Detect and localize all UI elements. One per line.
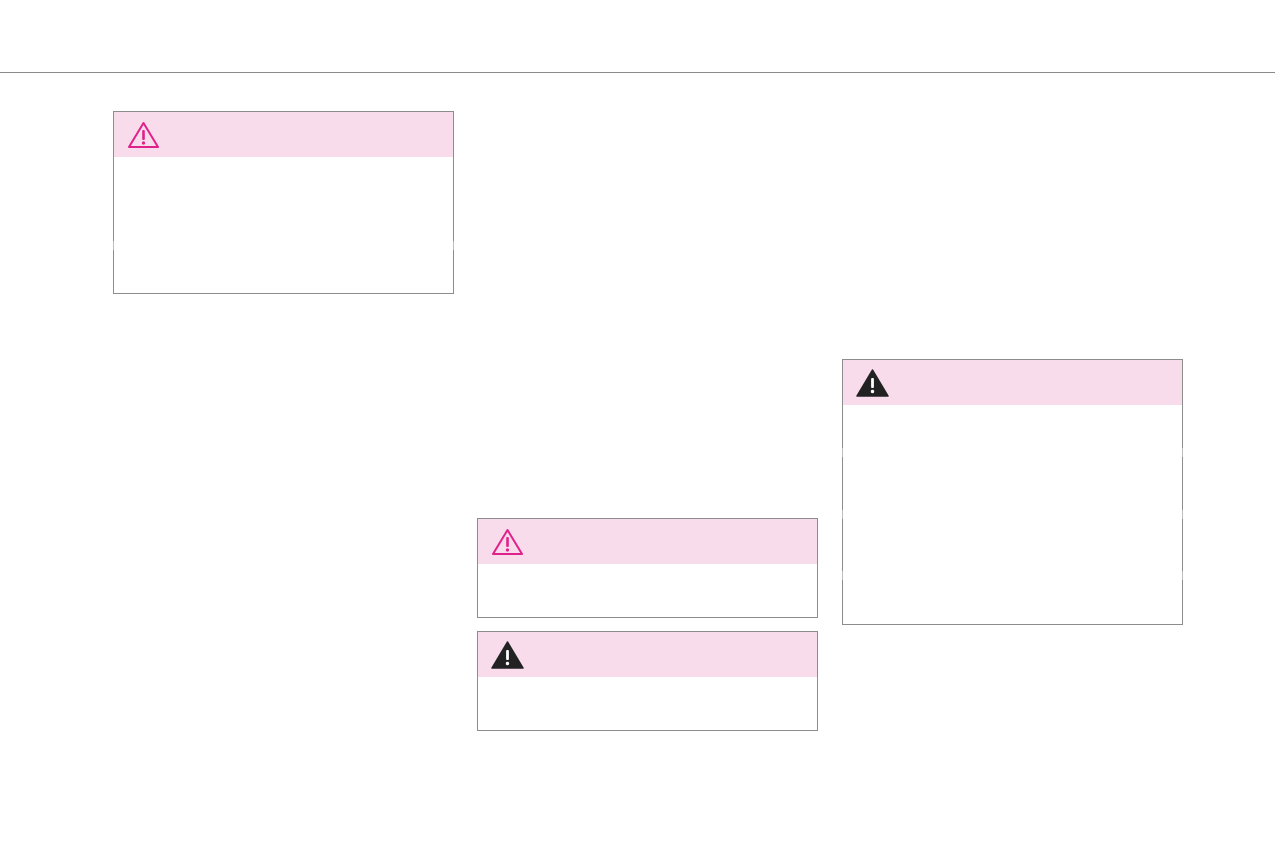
margin-tick xyxy=(113,241,114,250)
caution-outline-icon-svg xyxy=(128,122,159,148)
warning-filled-icon xyxy=(491,640,524,670)
margin-tick xyxy=(842,448,843,457)
header-rule xyxy=(0,72,1275,73)
warning-notice-box xyxy=(477,631,818,731)
margin-tick xyxy=(842,510,843,519)
warning-filled-icon-svg xyxy=(856,369,889,397)
caution-notice-box xyxy=(477,518,818,618)
caution-notice-header xyxy=(478,519,817,564)
margin-tick xyxy=(453,241,454,250)
margin-tick xyxy=(842,571,843,580)
warning-notice-header xyxy=(843,360,1182,405)
margin-tick xyxy=(1182,571,1183,580)
margin-tick xyxy=(1182,510,1183,519)
warning-filled-icon-svg xyxy=(491,641,524,669)
caution-notice-header xyxy=(114,112,453,157)
margin-tick xyxy=(1182,448,1183,457)
caution-outline-icon xyxy=(127,120,160,150)
caution-outline-icon-svg xyxy=(492,529,523,555)
caution-outline-icon xyxy=(491,527,524,557)
warning-filled-icon xyxy=(856,368,889,398)
warning-notice-header xyxy=(478,632,817,677)
warning-notice-box xyxy=(842,359,1183,625)
caution-notice-box xyxy=(113,111,454,294)
